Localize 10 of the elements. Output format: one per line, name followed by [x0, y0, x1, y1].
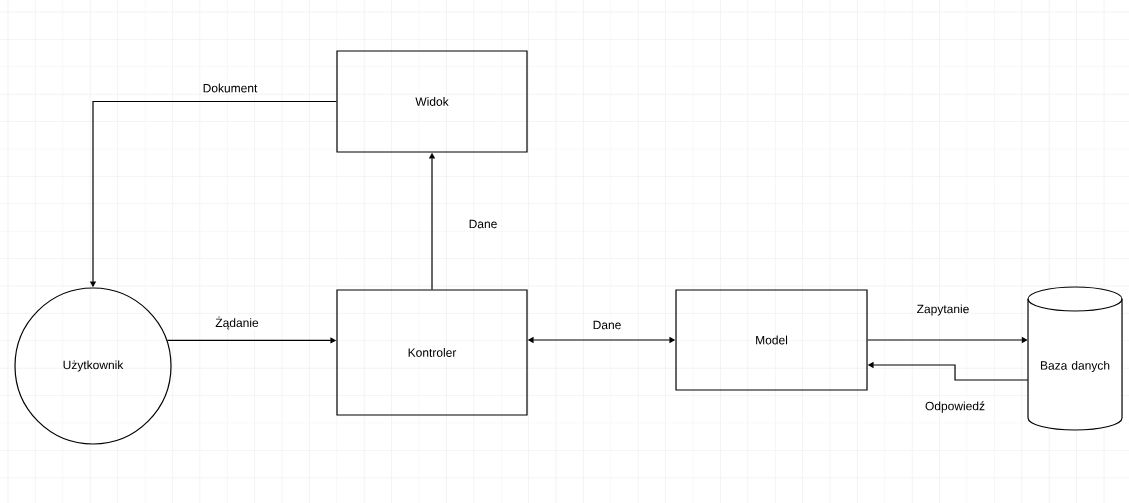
node-label: Baza danych	[1040, 360, 1110, 373]
controller-box: Kontroler	[336, 289, 528, 416]
view-box: Widok	[336, 50, 528, 153]
edge-label: Odpowiedź	[924, 400, 987, 414]
edge-label: Zapytanie	[915, 303, 971, 317]
edge-label: Dane	[467, 218, 499, 230]
database-cylinder: Baza danych	[1027, 286, 1123, 431]
edge-label: Dane	[591, 319, 623, 331]
model-box: Model	[675, 289, 868, 391]
edge-label: Dokument	[201, 82, 259, 94]
